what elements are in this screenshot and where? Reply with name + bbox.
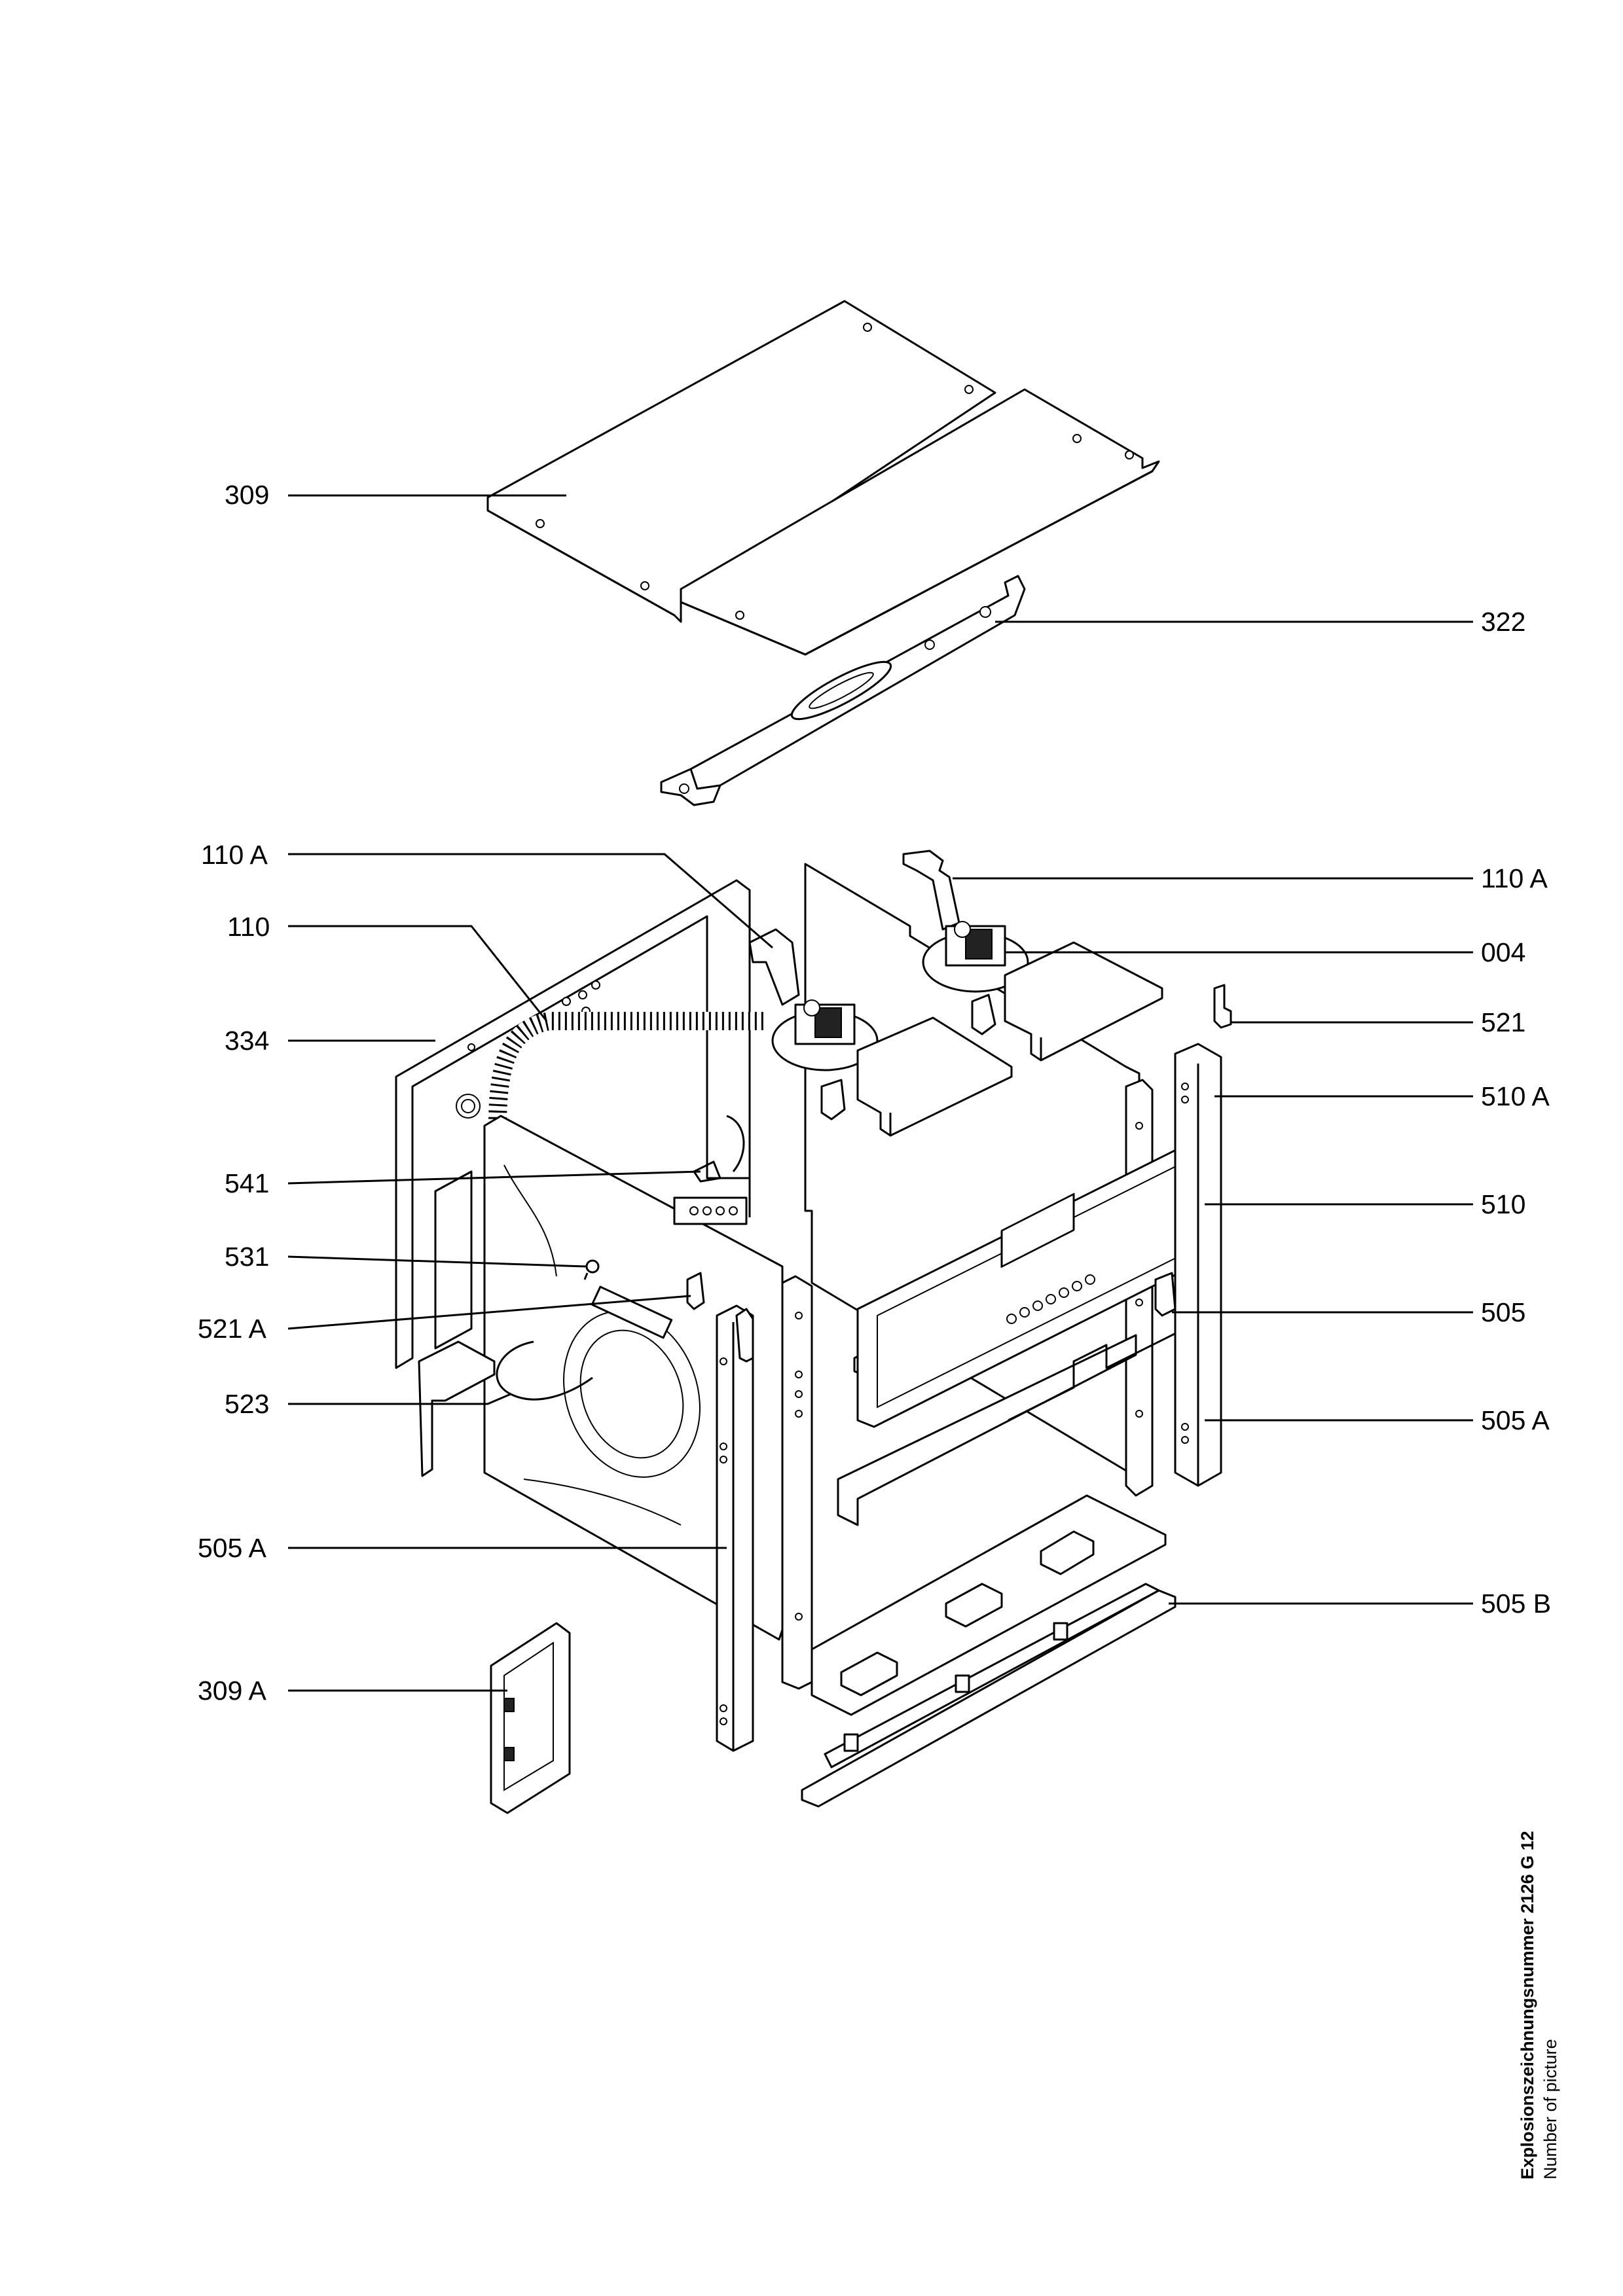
part-lower-left-bracket — [418, 1170, 496, 1477]
label-505A-right: 505 A — [1481, 1405, 1550, 1435]
part-322-bracket — [660, 575, 1026, 806]
label-110: 110 — [227, 912, 270, 942]
part-505A-left-rail — [716, 1304, 754, 1752]
leader-lines — [287, 494, 1473, 1692]
part-505A-right-rail — [1174, 1043, 1222, 1487]
part-110-flexible-hose — [488, 1012, 766, 1126]
part-bottom-floor — [811, 1494, 1167, 1716]
label-510A: 510 A — [1481, 1081, 1550, 1111]
label-110A-left: 110 A — [201, 840, 268, 870]
picture-number-german: Explosionszeichnungsnummer 2126 G 12 — [1518, 1831, 1537, 2179]
label-541: 541 — [225, 1168, 270, 1198]
label-505B: 505 B — [1481, 1588, 1552, 1619]
part-541-cable-clip — [693, 1115, 745, 1183]
label-334: 334 — [225, 1026, 270, 1056]
part-004-fan-motor — [902, 850, 1163, 1062]
part-309-top-cover — [486, 300, 1160, 656]
picture-number-english: Number of picture — [1541, 2039, 1560, 2179]
part-531-screw — [583, 1259, 600, 1280]
label-004: 004 — [1481, 937, 1526, 967]
part-505-bracket — [1154, 1272, 1176, 1317]
part-309A-vent-frame — [490, 1622, 571, 1814]
part-front-frame-left — [781, 1275, 813, 1690]
picture-number: Explosionszeichnungsnummer 2126 G 12 Num… — [1518, 1831, 1561, 2179]
label-505A-left: 505 A — [198, 1533, 266, 1563]
label-309: 309 — [225, 480, 270, 510]
label-523: 523 — [225, 1389, 270, 1419]
part-110A-left-fan-assembly — [748, 928, 1013, 1137]
label-505: 505 — [1481, 1297, 1526, 1327]
label-510: 510 — [1481, 1189, 1526, 1219]
label-110A-right: 110 A — [1481, 863, 1548, 893]
part-521A-clip — [686, 1272, 705, 1310]
part-front-side-panel — [456, 1094, 784, 1641]
label-531: 531 — [225, 1242, 270, 1272]
label-521A: 521 A — [198, 1314, 266, 1344]
part-505B-bottom-rail — [801, 1583, 1176, 1808]
label-322: 322 — [1481, 607, 1526, 637]
part-521-clip — [1213, 984, 1232, 1029]
label-521: 521 — [1481, 1007, 1526, 1037]
label-309A: 309 A — [198, 1676, 266, 1706]
